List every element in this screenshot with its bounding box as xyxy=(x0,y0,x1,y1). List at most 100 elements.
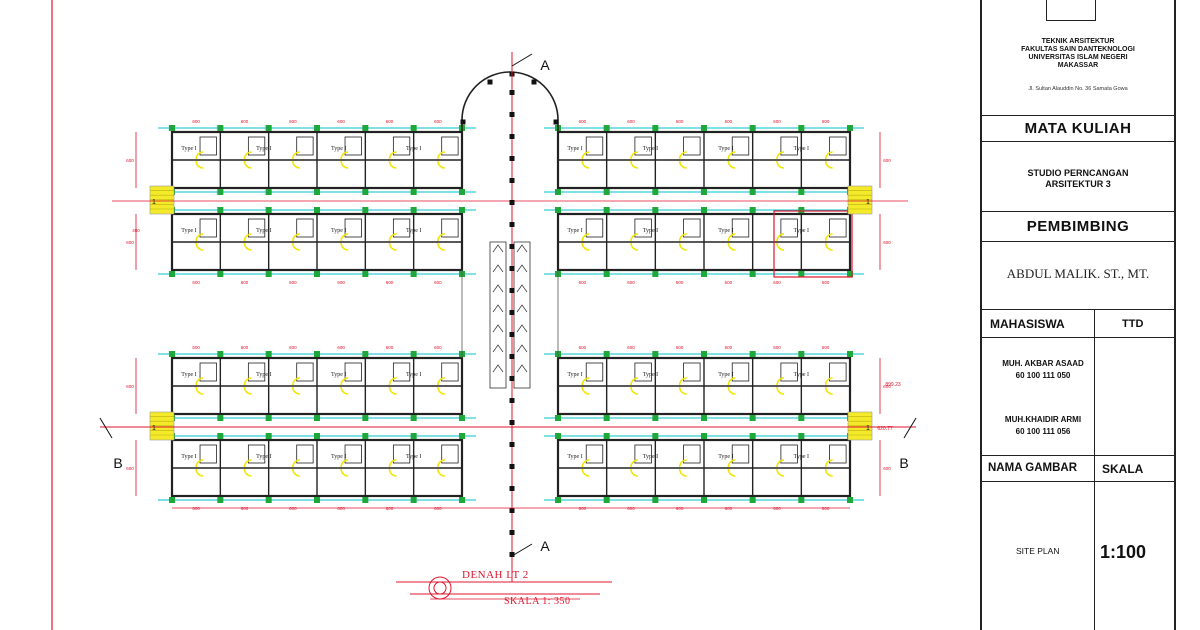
course-heading-row: MATA KULIAH xyxy=(982,116,1174,142)
dimension-label: 600 xyxy=(627,280,635,285)
dimension-label: 600 xyxy=(386,280,394,285)
door-swing xyxy=(824,233,833,242)
column xyxy=(749,207,756,213)
bathroom xyxy=(585,218,604,238)
column xyxy=(652,271,659,277)
dimension-label: 600 xyxy=(676,345,684,350)
dimension-label: 600 xyxy=(241,119,249,124)
door-swing xyxy=(292,468,300,477)
dimension-label: 600 xyxy=(676,280,684,285)
door-swing xyxy=(581,242,590,251)
room-type-label: Type I xyxy=(331,454,346,460)
column xyxy=(798,207,805,213)
door-swing xyxy=(195,160,204,169)
column xyxy=(701,351,707,357)
door-swing xyxy=(630,459,639,468)
scale-divider xyxy=(1094,456,1095,630)
axis-column xyxy=(509,464,515,469)
dimension-label: 600 xyxy=(386,119,394,124)
column xyxy=(169,125,175,131)
column xyxy=(749,271,756,277)
column xyxy=(701,497,707,503)
column xyxy=(265,189,272,195)
column xyxy=(459,207,465,213)
door-swing xyxy=(776,242,785,251)
column xyxy=(217,351,224,357)
bathroom xyxy=(247,362,266,382)
door-swing xyxy=(243,233,252,242)
bathroom xyxy=(585,362,604,382)
students-row: MUH. AKBAR ASAAD 60 100 111 050 MUH.KHAI… xyxy=(982,338,1174,456)
column xyxy=(603,433,610,439)
column xyxy=(652,125,659,131)
axis-column xyxy=(509,200,515,205)
column xyxy=(410,351,417,357)
dimension-label: 600 xyxy=(627,506,635,511)
ramp-arrow xyxy=(492,284,504,293)
column xyxy=(362,189,369,195)
column xyxy=(314,189,320,195)
door-swing xyxy=(195,242,204,251)
door-swing xyxy=(581,459,590,468)
room-type-label: Type I xyxy=(718,146,733,152)
column xyxy=(603,271,610,277)
door-swing xyxy=(195,233,204,242)
advisor-heading: PEMBIMBING xyxy=(1026,218,1130,235)
dimension-label: 600 xyxy=(126,240,134,245)
advisor-name: ABDUL MALIK. ST., MT. xyxy=(1006,266,1150,281)
ramp-arrow xyxy=(516,284,528,293)
dimension-label: 600 xyxy=(337,345,345,350)
door-swing xyxy=(388,233,397,242)
building-structure xyxy=(99,52,917,600)
university-logo xyxy=(1046,0,1096,21)
north-symbol xyxy=(433,581,447,595)
bathroom xyxy=(199,218,217,238)
column xyxy=(555,415,561,421)
door-swing xyxy=(388,242,397,251)
bathroom xyxy=(683,136,701,156)
dimension-label: 600 xyxy=(773,506,781,511)
door-swing xyxy=(776,151,785,160)
bathroom xyxy=(829,444,847,464)
dimension-label: 600 xyxy=(676,119,684,124)
room-type-label: Type I xyxy=(643,228,658,234)
bathroom xyxy=(441,218,459,238)
room-type-label: Type I xyxy=(794,228,809,234)
axis-column xyxy=(509,332,515,337)
column xyxy=(362,497,369,503)
dimension-label: 600 xyxy=(773,345,781,350)
dimension-label: 600 xyxy=(337,506,345,511)
door-swing xyxy=(630,386,639,395)
axis-column xyxy=(509,178,515,183)
room-type-label: Type I xyxy=(181,454,196,460)
door-swing xyxy=(727,151,736,160)
dimension-label: 600 xyxy=(192,506,200,511)
door-swing xyxy=(727,386,736,395)
ramp-arrow xyxy=(492,324,504,333)
dimension-label: 600 xyxy=(676,506,684,511)
column xyxy=(652,433,659,439)
axis-column xyxy=(509,288,515,293)
column xyxy=(410,497,417,503)
dimension-label: 600 xyxy=(434,280,442,285)
door-swing xyxy=(678,377,687,386)
bathroom xyxy=(441,444,459,464)
room-type-label: Type I xyxy=(794,454,809,460)
room-type-label: Type I xyxy=(718,372,733,378)
door-swing xyxy=(388,151,397,160)
bathroom xyxy=(829,362,847,382)
door-swing xyxy=(437,459,445,468)
column xyxy=(555,433,561,439)
column xyxy=(314,351,320,357)
door-swing xyxy=(195,459,204,468)
column xyxy=(362,207,369,213)
dimension-label: 600 xyxy=(725,119,733,124)
bathroom xyxy=(780,218,798,238)
dimension-label: 600 xyxy=(883,466,891,471)
column xyxy=(749,189,756,195)
room-type-label: Type I xyxy=(643,454,658,460)
door-swing xyxy=(388,160,397,169)
dimension-label: 600 xyxy=(386,506,394,511)
dimension-label: 600 xyxy=(241,345,249,350)
